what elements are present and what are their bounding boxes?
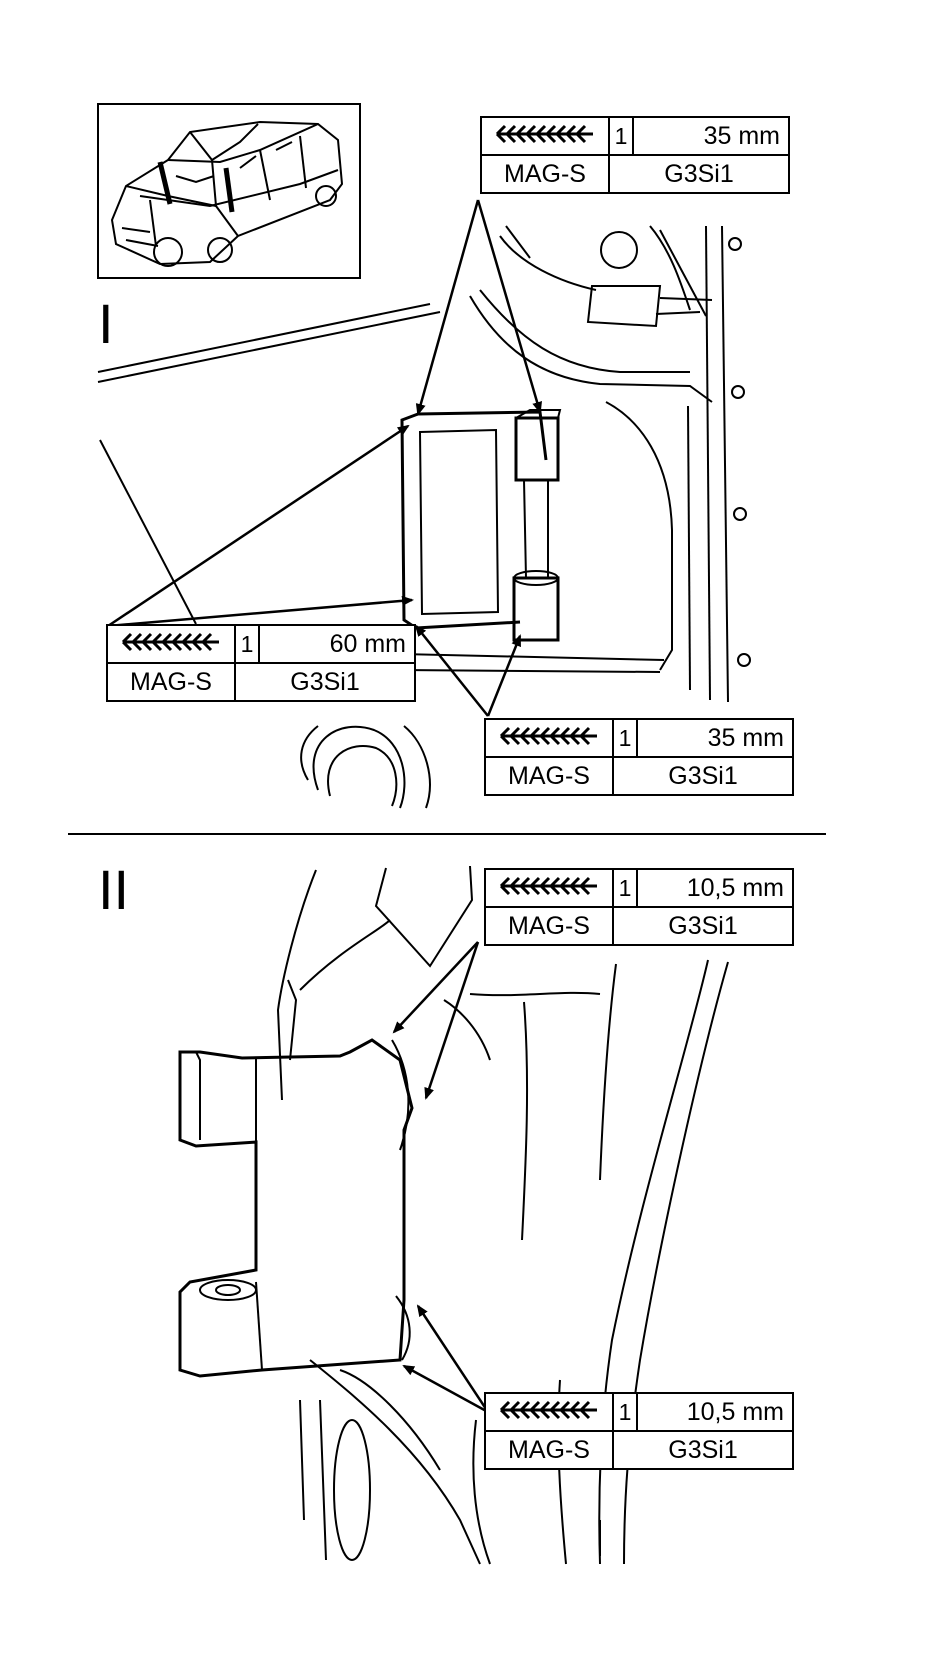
pass-count: 1 bbox=[612, 718, 638, 758]
weld-spec-table-II-bottom: 1 10,5 mm MAG-S G3Si1 bbox=[484, 1392, 794, 1470]
weld-spec-table-I-top: 1 35 mm MAG-S G3Si1 bbox=[480, 116, 790, 194]
filler-wire: G3Si1 bbox=[608, 154, 790, 194]
weld-spec-table-I-bottom: 1 35 mm MAG-S G3Si1 bbox=[484, 718, 794, 796]
filler-wire: G3Si1 bbox=[612, 756, 794, 796]
section-label-I: I bbox=[98, 292, 114, 355]
arrow-II-top-to-right-weld bbox=[424, 941, 480, 1100]
arrow-I-bottom-to-left-weld bbox=[414, 624, 489, 717]
weld-length: 35 mm bbox=[632, 116, 790, 156]
pass-count: 1 bbox=[612, 1392, 638, 1432]
arrow-I-left-to-upper-weld bbox=[107, 424, 410, 628]
filler-wire: G3Si1 bbox=[234, 662, 416, 702]
weld-process: MAG-S bbox=[484, 906, 614, 946]
weld-pointer-arrows bbox=[107, 199, 542, 1414]
arrow-II-top-to-left-weld bbox=[392, 941, 479, 1034]
weld-process: MAG-S bbox=[480, 154, 610, 194]
car-body-location-icon bbox=[97, 103, 361, 279]
weld-spec-table-II-top: 1 10,5 mm MAG-S G3Si1 bbox=[484, 868, 794, 946]
arrow-I-left-to-lower-weld bbox=[107, 595, 414, 628]
weld-process: MAG-S bbox=[484, 1430, 614, 1470]
pass-count: 1 bbox=[612, 868, 638, 908]
weld-length: 60 mm bbox=[258, 624, 416, 664]
arrow-I-bottom-to-right-weld bbox=[486, 634, 522, 717]
weld-process: MAG-S bbox=[484, 756, 614, 796]
pass-count: 1 bbox=[234, 624, 260, 664]
weld-seam-symbol-icon bbox=[106, 624, 236, 664]
arrow-II-bottom-to-lower-weld bbox=[402, 1364, 489, 1414]
arrow-I-top-to-right-weld bbox=[476, 199, 542, 414]
weld-seam-symbol-icon bbox=[484, 1392, 614, 1432]
arrow-II-bottom-to-upper-weld bbox=[416, 1304, 490, 1413]
section-label-II: II bbox=[98, 858, 130, 921]
weld-length: 10,5 mm bbox=[636, 1392, 794, 1432]
weld-spec-table-I-left: 1 60 mm MAG-S G3Si1 bbox=[106, 624, 416, 702]
weld-process: MAG-S bbox=[106, 662, 236, 702]
filler-wire: G3Si1 bbox=[612, 906, 794, 946]
section-II-drawing bbox=[178, 865, 729, 1565]
pass-count: 1 bbox=[608, 116, 634, 156]
filler-wire: G3Si1 bbox=[612, 1430, 794, 1470]
section-I-drawing bbox=[97, 225, 751, 809]
weld-seam-symbol-icon bbox=[484, 868, 614, 908]
weld-length: 10,5 mm bbox=[636, 868, 794, 908]
arrow-I-top-to-left-weld bbox=[415, 199, 480, 416]
weld-seam-symbol-icon bbox=[484, 718, 614, 758]
weld-seam-symbol-icon bbox=[480, 116, 610, 156]
weld-length: 35 mm bbox=[636, 718, 794, 758]
